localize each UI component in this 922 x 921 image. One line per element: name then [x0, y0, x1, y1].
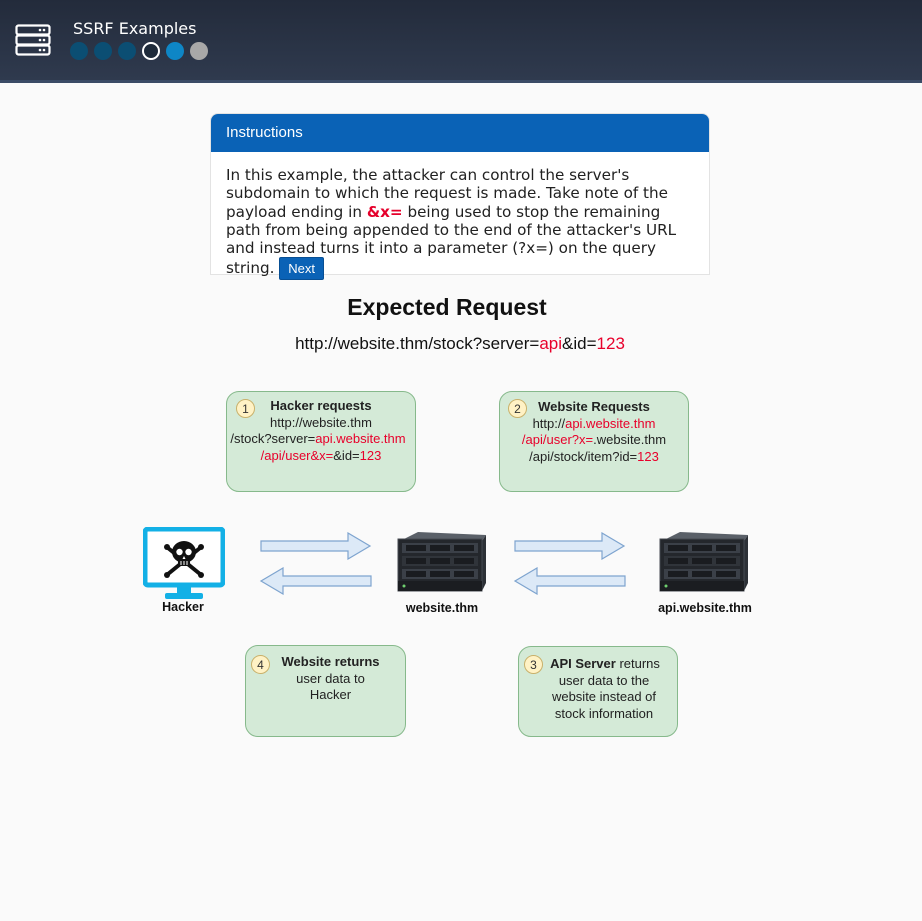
step-2-line-1a: http:// — [532, 415, 566, 431]
step-4-line-2: user data to — [296, 670, 365, 686]
step-1-line-3a: /api/user&x= — [260, 447, 334, 463]
hacker-monitor-icon — [143, 527, 225, 599]
api-server-icon — [659, 532, 748, 592]
step-3-badge: 3 — [524, 655, 543, 674]
step-3-line-4: stock information — [554, 705, 654, 721]
app-title: SSRF Examples — [73, 19, 197, 38]
step-2-line-2b: .website.thm — [593, 432, 667, 447]
url-mid: &id= — [562, 334, 597, 353]
step-4-title: Website returns — [281, 654, 380, 669]
progress-dot-2[interactable] — [94, 42, 112, 60]
arrow-right-request-2 — [514, 532, 626, 560]
progress-dot-4-current[interactable] — [142, 42, 160, 60]
step-2-line-2a: /api/user?x= — [521, 432, 594, 447]
step-3-title: API Server — [550, 656, 616, 671]
api-label: api.website.thm — [658, 601, 752, 615]
step-3-box: 3 API Server returns user data to the we… — [518, 646, 678, 737]
diagram-title: Expected Request — [347, 294, 547, 320]
website-label: website.thm — [405, 601, 479, 615]
url-server-param: api — [539, 334, 563, 353]
payload-highlight: &x= — [366, 202, 403, 221]
step-4-line-3: Hacker — [309, 687, 352, 702]
instructions-heading: Instructions — [211, 114, 709, 152]
expected-request-url: http://website.thm/stock?server=api&id=1… — [0, 334, 920, 354]
step-3-line-2: user data to the — [558, 672, 650, 688]
step-2-line-3a: /api/stock/item?id= — [529, 448, 638, 464]
step-4-badge: 4 — [251, 655, 270, 674]
arrow-right-request-1 — [260, 532, 372, 560]
next-button[interactable]: Next — [279, 257, 324, 281]
step-3-line-3: website instead of — [551, 689, 657, 704]
instructions-text-1: In this example, the attacker can contro… — [226, 166, 668, 221]
step-2-line-3: /api/stock/item?id=123 — [500, 449, 688, 466]
step-1-line-1: http://website.thm — [270, 414, 372, 430]
step-4-box: 4 Website returns user data to Hacker — [245, 645, 406, 737]
step-1-badge: 1 — [236, 399, 255, 418]
step-3-title-rest: returns — [619, 656, 660, 671]
website-server-icon — [397, 532, 486, 592]
step-2-title: Website Requests — [538, 399, 650, 414]
step-2-box: 2 Website Requests http://api.website.th… — [499, 391, 689, 492]
progress-dot-1[interactable] — [70, 42, 88, 60]
progress-dot-3[interactable] — [118, 42, 136, 60]
step-1-line-2b: api.website.thm — [315, 431, 406, 446]
progress-dots — [70, 42, 208, 60]
step-2-badge: 2 — [508, 399, 527, 418]
url-prefix: http://website.thm/stock?server= — [295, 334, 540, 353]
step-1-title: Hacker requests — [270, 398, 372, 413]
step-1-box: 1 Hacker requests http://website.thm /st… — [226, 391, 416, 492]
instructions-body: In this example, the attacker can contro… — [211, 152, 709, 281]
url-id-param: 123 — [596, 334, 625, 353]
step-1-line-3b: &id= — [333, 447, 360, 463]
progress-dot-6[interactable] — [190, 42, 208, 60]
step-1-line-2: /stock?server=api.website.thm — [221, 431, 415, 448]
step-2-line-1: http://api.website.thm — [500, 416, 688, 433]
arrow-left-response-2 — [513, 567, 626, 595]
instructions-text-2: being used to stop the remaining path fr… — [226, 202, 677, 278]
step-1-line-3: /api/user&x=&id=123 — [227, 448, 415, 465]
step-1-line-2a: /stock?server= — [230, 431, 316, 446]
top-bar: SSRF Examples — [0, 0, 922, 83]
server-rack-icon[interactable] — [15, 24, 51, 56]
step-1-line-3c: 123 — [359, 447, 382, 463]
arrow-left-response-1 — [259, 567, 372, 595]
step-2-line-3b: 123 — [637, 448, 659, 464]
step-2-line-2: /api/user?x=.website.thm — [500, 432, 688, 449]
instructions-card: Instructions In this example, the attack… — [210, 113, 710, 281]
progress-dot-5[interactable] — [166, 42, 184, 60]
step-2-line-1b: api.website.thm — [565, 415, 656, 431]
skull-crossbones-icon — [164, 541, 204, 578]
hacker-label: Hacker — [162, 600, 204, 614]
